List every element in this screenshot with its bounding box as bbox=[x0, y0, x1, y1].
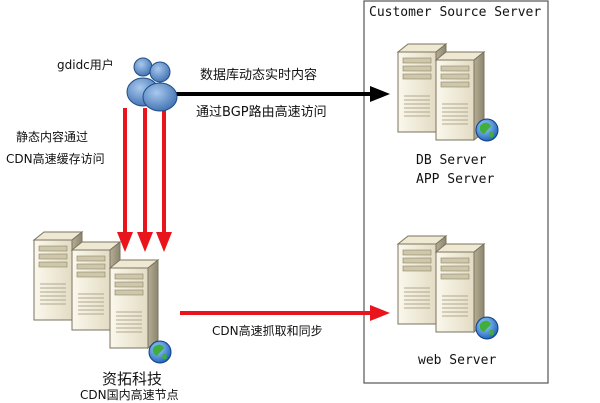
web-server-label: web Server bbox=[418, 353, 497, 368]
source-box-title: Customer Source Server bbox=[369, 5, 542, 20]
bgp-route-label: 通过BGP路由高速访问 bbox=[196, 105, 327, 120]
cdn-node-caption: CDN国内高速节点 bbox=[80, 388, 179, 402]
static-access-arrows bbox=[117, 108, 172, 252]
dynamic-content-label: 数据库动态实时内容 bbox=[200, 68, 318, 83]
cdn-node-server-icon bbox=[33, 231, 172, 364]
users-icon bbox=[126, 57, 178, 112]
db-server-label: DB Server bbox=[416, 153, 487, 168]
source-server-box bbox=[363, 0, 549, 384]
cdn-node-name: 资拓科技 bbox=[102, 370, 163, 388]
cdn-cache-label: CDN高速缓存访问 bbox=[6, 152, 105, 166]
bgp-arrow bbox=[176, 86, 390, 102]
db-app-server-icon bbox=[397, 43, 499, 142]
static-content-label: 静态内容通过 bbox=[16, 130, 89, 144]
users-label: gdidc用户 bbox=[57, 58, 114, 72]
web-server-icon bbox=[397, 235, 499, 340]
app-server-label: APP Server bbox=[416, 172, 495, 187]
cdn-sync-label: CDN高速抓取和同步 bbox=[212, 324, 323, 338]
cdn-sync-arrow bbox=[180, 305, 390, 321]
